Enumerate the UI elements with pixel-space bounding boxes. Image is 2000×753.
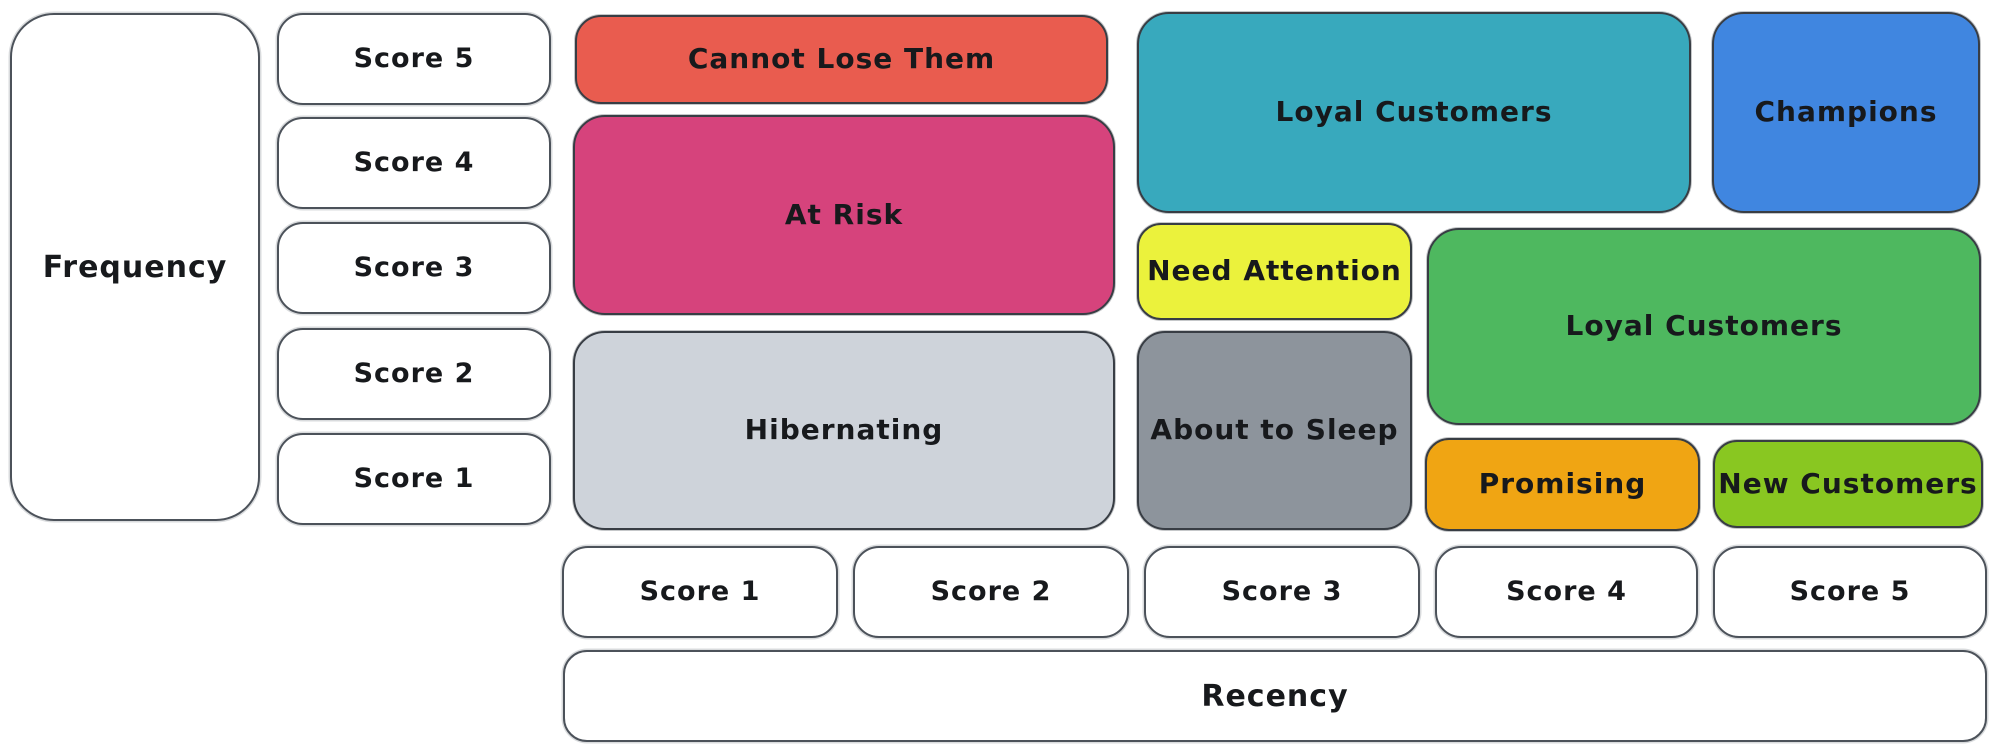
recency-score-5-label: Score 5 xyxy=(1789,576,1911,608)
segment-champions: Champions xyxy=(1712,12,1980,213)
segment-label: Loyal Customers xyxy=(1275,95,1553,129)
recency-axis-label-text: Recency xyxy=(1201,678,1349,714)
recency-score-3-label: Score 3 xyxy=(1221,576,1343,608)
segment-cannot-lose-them: Cannot Lose Them xyxy=(575,15,1108,104)
recency-score-2-label: Score 2 xyxy=(930,576,1052,608)
recency-score-2: Score 2 xyxy=(853,546,1129,638)
frequency-score-1-label: Score 1 xyxy=(353,463,475,495)
segment-label: At Risk xyxy=(784,197,904,231)
frequency-score-5: Score 5 xyxy=(277,13,551,105)
segment-label: Loyal Customers xyxy=(1565,309,1843,343)
frequency-axis-label: Frequency xyxy=(10,13,260,521)
frequency-score-3: Score 3 xyxy=(277,222,551,314)
recency-score-3: Score 3 xyxy=(1144,546,1420,638)
segment-new-customers: New Customers xyxy=(1713,440,1983,528)
frequency-score-2-label: Score 2 xyxy=(353,358,475,390)
segment-label: Hibernating xyxy=(744,413,944,447)
frequency-score-2: Score 2 xyxy=(277,328,551,420)
segment-label: New Customers xyxy=(1718,466,1978,500)
segment-label: About to Sleep xyxy=(1150,413,1399,447)
segment-need-attention: Need Attention xyxy=(1137,223,1412,320)
segment-at-risk: At Risk xyxy=(573,115,1115,315)
recency-score-4: Score 4 xyxy=(1435,546,1698,638)
frequency-score-4-label: Score 4 xyxy=(353,147,475,179)
segment-label: Champions xyxy=(1754,95,1938,129)
frequency-score-3-label: Score 3 xyxy=(353,252,475,284)
segment-hibernating: Hibernating xyxy=(573,331,1115,530)
recency-score-1: Score 1 xyxy=(562,546,838,638)
segment-label: Need Attention xyxy=(1147,254,1402,288)
frequency-axis-label-text: Frequency xyxy=(42,249,228,285)
segment-promising: Promising xyxy=(1425,438,1700,531)
recency-score-4-label: Score 4 xyxy=(1506,576,1627,608)
frequency-score-4: Score 4 xyxy=(277,117,551,209)
recency-score-1-label: Score 1 xyxy=(639,576,761,608)
recency-score-5: Score 5 xyxy=(1713,546,1987,638)
segment-loyal-customers-teal: Loyal Customers xyxy=(1137,12,1691,213)
recency-axis-label: Recency xyxy=(563,650,1987,742)
segment-label: Cannot Lose Them xyxy=(687,42,996,76)
frequency-score-5-label: Score 5 xyxy=(353,43,475,75)
segment-label: Promising xyxy=(1478,467,1647,501)
segment-about-to-sleep: About to Sleep xyxy=(1137,331,1412,530)
frequency-score-1: Score 1 xyxy=(277,433,551,525)
segment-loyal-customers-green: Loyal Customers xyxy=(1427,228,1981,425)
